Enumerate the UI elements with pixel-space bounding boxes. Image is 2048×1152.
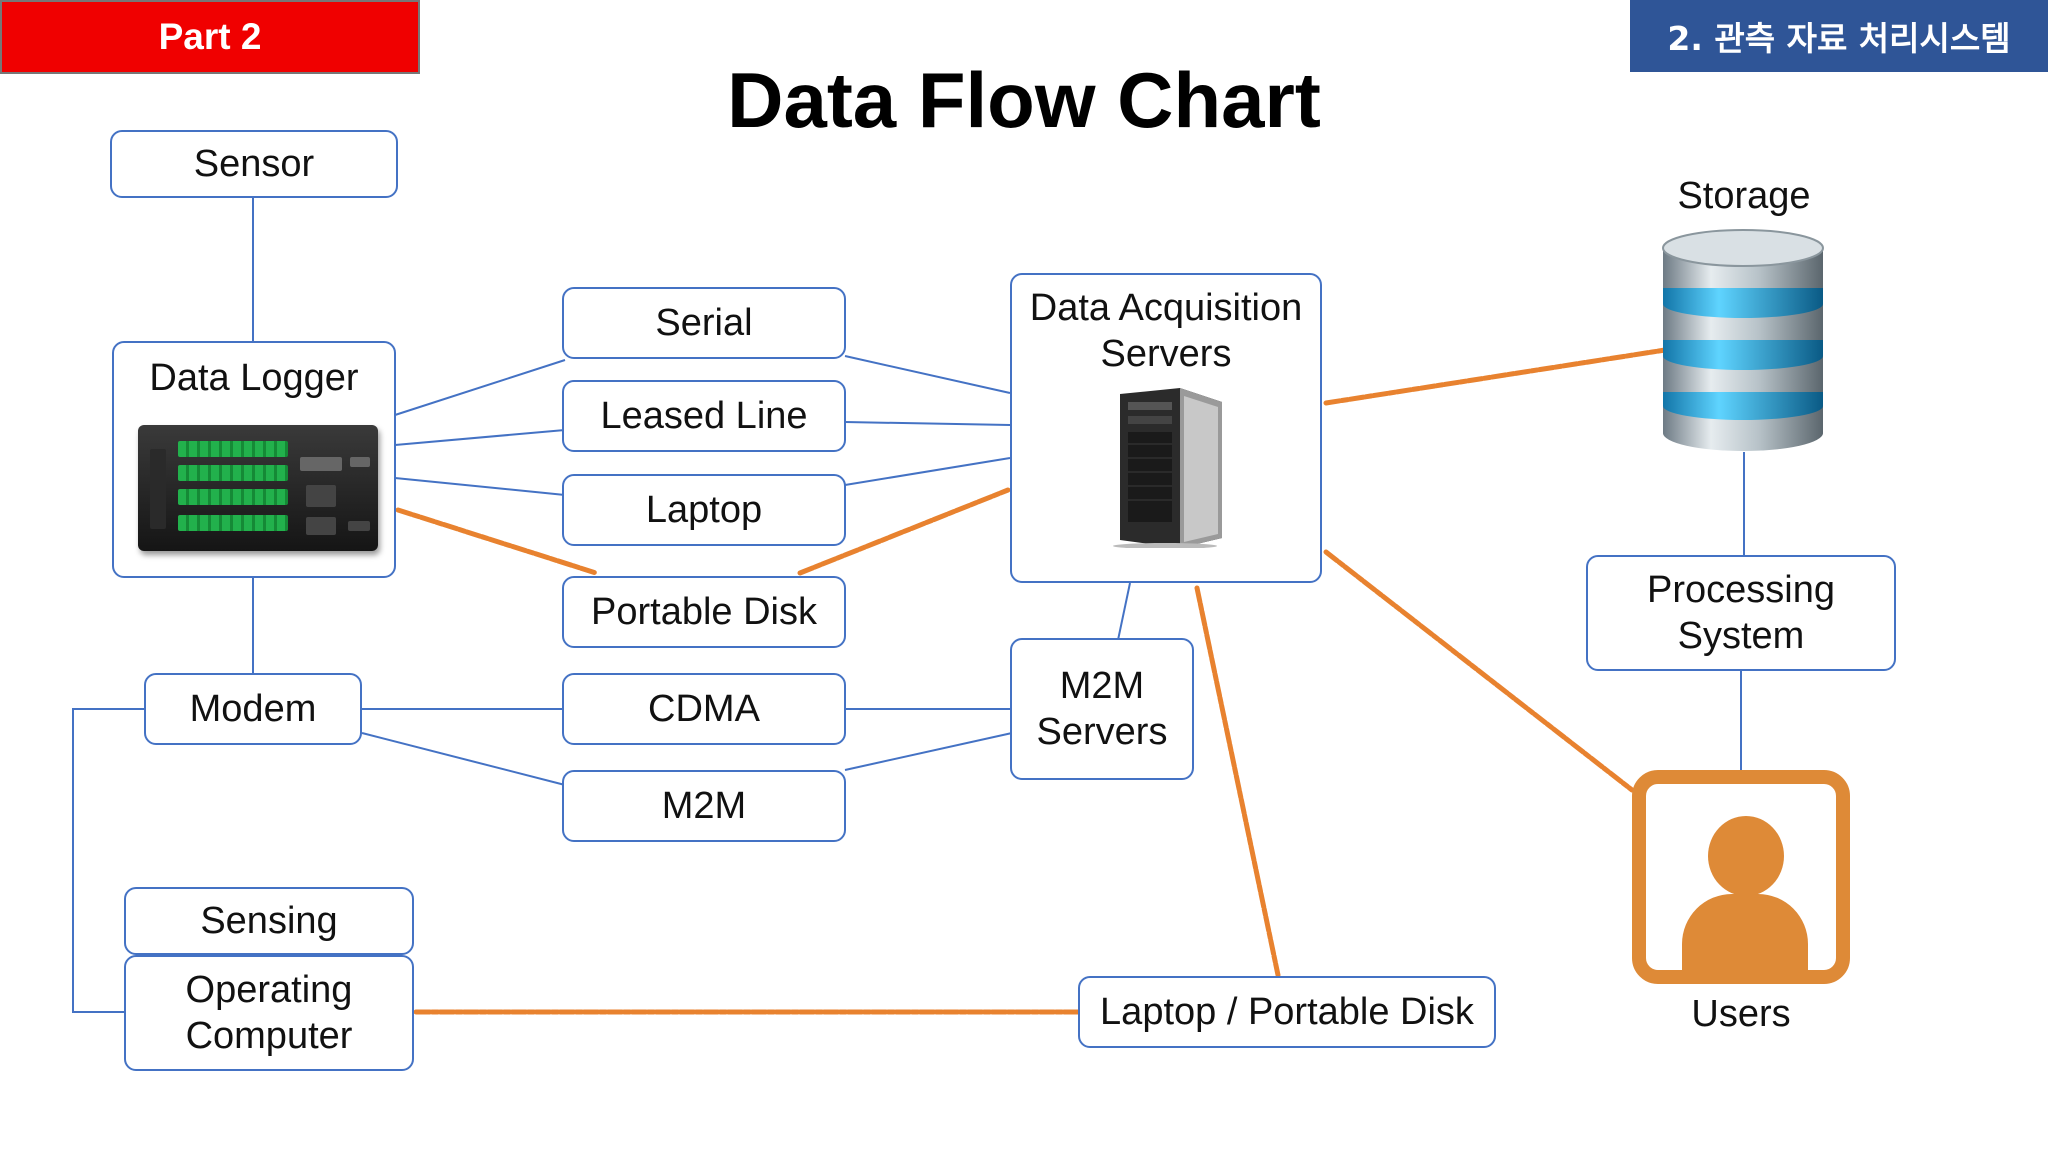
database-icon [1662,229,1824,451]
link-modem-m2m [361,732,566,786]
link-logger-serial [394,359,566,416]
m2m-servers-label-line1: M2M [1059,665,1145,707]
operating-computer-label-line2: Computer [185,1015,353,1057]
serial-label: Serial [655,302,753,344]
processing-system-label-line2: System [1677,615,1805,657]
cdma-label: CDMA [648,688,760,730]
link-serial-das [844,355,1011,394]
link-das-laptopdisk [1194,585,1281,978]
users-label: Users [1691,993,1791,1035]
sensor-label: Sensor [193,143,315,185]
link-m2mservers-das [1117,582,1131,641]
link-leased-das [844,421,1011,426]
sensing-node: Sensing [124,887,414,955]
modem-label: Modem [189,688,317,730]
cdma-node: CDMA [562,673,846,745]
link-logger-leased [394,429,566,446]
user-body [1682,894,1808,970]
link-logger-laptop [394,477,566,496]
user-icon [1632,770,1850,984]
portable-disk-node: Portable Disk [562,576,846,648]
link-m2m-m2mservers [844,732,1013,771]
processing-system-node: Processing System [1586,555,1896,671]
operating-computer-label-line1: Operating [185,969,353,1011]
operating-computer-node: Operating Computer [124,955,414,1071]
link-logger-portabledisk [395,507,599,576]
m2m-servers-label-line2: Servers [1036,711,1168,753]
laptop-label: Laptop [645,489,763,531]
link-modem-operating [72,708,145,1013]
modem-node: Modem [144,673,362,745]
part-label: Part 2 [0,0,420,74]
das-label-line2: Servers [1100,333,1232,375]
sensor-node: Sensor [110,130,398,198]
m2m-node: M2M [562,770,846,842]
link-das-storage [1323,347,1668,406]
m2m-label: M2M [661,785,747,827]
leased-line-label: Leased Line [600,395,808,437]
data-logger-device-icon [138,425,378,551]
laptop-portable-disk-node: Laptop / Portable Disk [1078,976,1496,1048]
m2m-servers-node: M2M Servers [1010,638,1194,780]
storage-label: Storage [1677,175,1811,217]
link-laptop-das [844,457,1011,486]
das-label-line1: Data Acquisition [1029,287,1303,329]
data-logger-label: Data Logger [149,357,359,399]
section-label: 2. 관측 자료 처리시스템 [1630,0,2048,72]
laptop-node: Laptop [562,474,846,546]
page-title: Data Flow Chart [727,56,1321,144]
sensing-label: Sensing [200,900,338,942]
processing-system-label-line1: Processing [1647,569,1835,611]
user-head [1708,816,1784,896]
serial-node: Serial [562,287,846,359]
link-das-users [1323,549,1635,793]
link-portabledisk-das [797,487,1011,576]
server-tower-icon [1113,388,1222,548]
portable-disk-label: Portable Disk [591,591,817,633]
leased-line-node: Leased Line [562,380,846,452]
laptop-portable-disk-label: Laptop / Portable Disk [1100,991,1474,1033]
